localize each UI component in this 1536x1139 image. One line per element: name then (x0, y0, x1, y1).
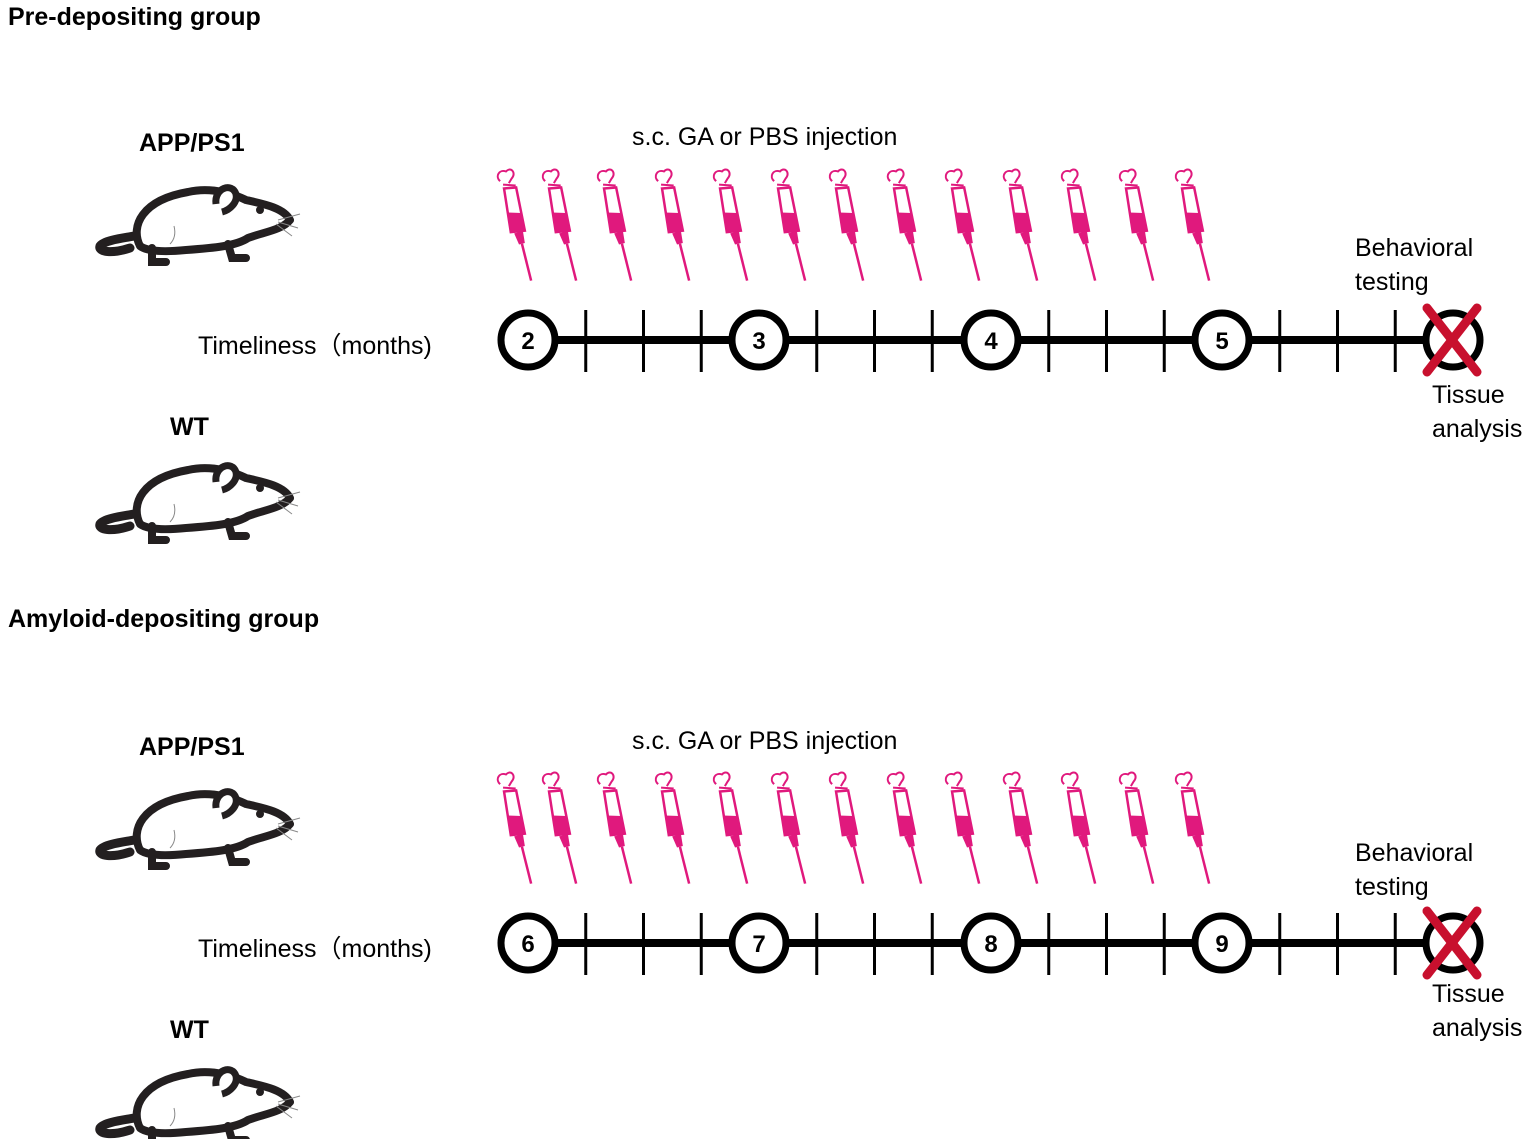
syringe-icon (1172, 167, 1220, 284)
strain-label-app-ps1: APP/PS1 (139, 129, 245, 157)
behavioral-testing-label: Behavioral testing (1355, 234, 1474, 296)
strain-label-app-ps1: APP/PS1 (139, 733, 245, 761)
syringe-icon (942, 770, 990, 887)
syringe-icon (1116, 167, 1164, 284)
mouse-icon (100, 188, 300, 262)
timeline: 6 7 8 9 (494, 770, 1484, 980)
syringe-icon (539, 167, 587, 284)
syringe-icon (768, 167, 816, 284)
month-label: 4 (984, 328, 998, 355)
mouse-icon (100, 466, 300, 540)
timeline-label: Timeliness（months) (198, 935, 432, 963)
month-node (960, 309, 1022, 371)
syringe-icon (710, 770, 758, 887)
month-label: 8 (984, 931, 997, 958)
syringe-icon (884, 167, 932, 284)
mouse-icon (100, 1070, 300, 1139)
syringe-icon (826, 167, 874, 284)
month-node (728, 912, 790, 974)
syringe-icon (1058, 167, 1106, 284)
syringe-icon (1000, 770, 1048, 887)
syringe-icon (494, 167, 542, 284)
syringe-icon (594, 770, 642, 887)
month-label: 3 (752, 328, 765, 355)
month-label: 7 (752, 931, 765, 958)
month-node (1191, 912, 1253, 974)
timeline-label: Timeliness（months) (198, 332, 432, 360)
red-cross-icon (1422, 303, 1482, 377)
month-node (497, 309, 559, 371)
syringe-icon (826, 770, 874, 887)
group-title-pre-depositing: Pre-depositing group (8, 3, 261, 31)
syringe-icon (1116, 770, 1164, 887)
month-node (1191, 309, 1253, 371)
timeline: 2 3 4 5 (494, 167, 1484, 377)
group-title-amyloid-depositing: Amyloid-depositing group (8, 605, 320, 633)
syringe-icon (594, 167, 642, 284)
month-label: 5 (1215, 328, 1228, 355)
red-cross-icon (1422, 906, 1482, 980)
month-node (497, 912, 559, 974)
strain-label-wt: WT (170, 1016, 209, 1044)
month-node (960, 912, 1022, 974)
syringe-icon (539, 770, 587, 887)
tissue-analysis-label: Tissue analysis (1432, 381, 1523, 443)
month-label: 9 (1215, 931, 1228, 958)
syringe-icon (1058, 770, 1106, 887)
syringe-icon (494, 770, 542, 887)
syringe-icon (1000, 167, 1048, 284)
strain-label-wt: WT (170, 413, 209, 441)
syringe-icon (768, 770, 816, 887)
tissue-analysis-label: Tissue analysis (1432, 980, 1523, 1042)
syringe-icon (652, 770, 700, 887)
mouse-icon (100, 792, 300, 866)
month-label: 2 (521, 328, 534, 355)
syringe-icon (942, 167, 990, 284)
injection-label: s.c. GA or PBS injection (632, 727, 898, 755)
syringe-icon (710, 167, 758, 284)
month-node (728, 309, 790, 371)
syringe-icon (884, 770, 932, 887)
injection-label: s.c. GA or PBS injection (632, 123, 898, 151)
syringe-icon (1172, 770, 1220, 887)
behavioral-testing-label: Behavioral testing (1355, 839, 1474, 901)
syringe-icon (652, 167, 700, 284)
month-label: 6 (521, 931, 534, 958)
